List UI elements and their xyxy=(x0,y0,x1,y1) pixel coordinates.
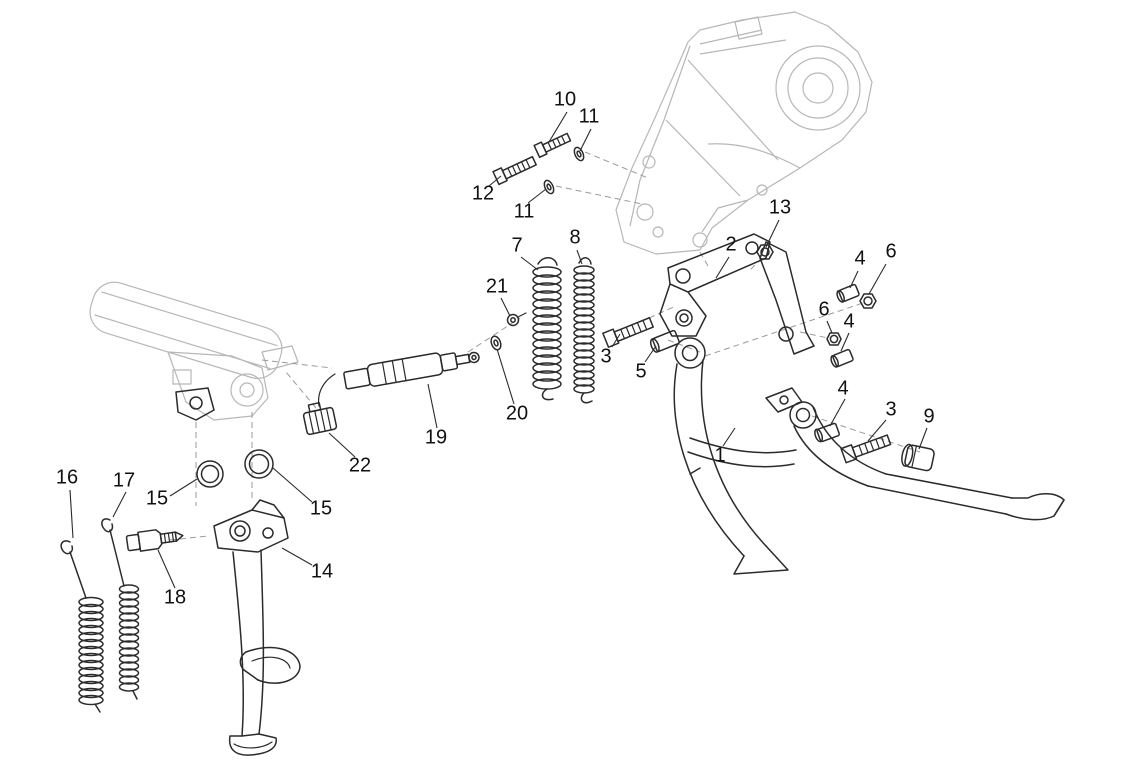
bolt-part-3-center xyxy=(602,316,654,348)
callout-21: 21 xyxy=(485,275,509,298)
spacer-part-4-mid xyxy=(830,348,854,368)
bolt-part-10 xyxy=(533,132,572,159)
callout-18: 18 xyxy=(163,586,187,609)
callout-17: 17 xyxy=(112,469,136,492)
side-stand-switch-part xyxy=(317,351,480,407)
callout-10: 10 xyxy=(553,88,577,111)
washer-part-20 xyxy=(490,335,502,351)
callout-1: 1 xyxy=(714,444,726,467)
spring-part-17 xyxy=(101,518,140,700)
callout-14: 14 xyxy=(310,560,334,583)
callout-2: 2 xyxy=(725,233,737,256)
bolt-part-3-lower xyxy=(840,434,892,464)
buffer-part-9 xyxy=(901,443,935,472)
stand-bracket-part xyxy=(659,233,815,355)
callout-3-center: 3 xyxy=(600,345,612,368)
spacer-part-5 xyxy=(649,329,680,353)
callout-11-lower: 11 xyxy=(513,200,535,223)
nut-part-6-mid xyxy=(826,332,842,346)
callout-11-upper: 11 xyxy=(578,105,600,128)
o-ring-part-15-right xyxy=(244,449,274,479)
callout-3-lower: 3 xyxy=(885,398,897,421)
callout-20: 20 xyxy=(505,402,529,425)
frame-section-outline xyxy=(89,281,299,421)
callout-15-right: 15 xyxy=(309,497,333,520)
callout-4-mid: 4 xyxy=(843,310,855,333)
callout-leader-lines xyxy=(69,111,928,589)
callout-8: 8 xyxy=(569,226,581,249)
callout-4-lower: 4 xyxy=(837,377,849,400)
o-ring-part-15-left xyxy=(196,460,224,488)
callout-6-mid: 6 xyxy=(818,298,830,321)
connector-part-22 xyxy=(302,402,338,436)
washer-part-11-upper xyxy=(573,146,585,162)
callout-16: 16 xyxy=(55,466,79,489)
callout-13: 13 xyxy=(768,196,792,219)
callout-9: 9 xyxy=(923,405,935,428)
callout-22: 22 xyxy=(348,454,372,477)
callout-6-upper: 6 xyxy=(885,240,897,263)
spring-part-8 xyxy=(573,257,595,404)
nut-part-13 xyxy=(756,244,774,260)
callout-15-left: 15 xyxy=(145,487,169,510)
center-stand-part xyxy=(673,337,1065,575)
sensor-part-18 xyxy=(125,529,184,552)
callout-19: 19 xyxy=(424,426,448,449)
side-stand-part xyxy=(213,499,301,756)
spring-part-7 xyxy=(532,257,562,401)
nut-part-6-upper xyxy=(859,293,877,309)
diagram-parts xyxy=(60,132,1065,756)
screw-part-21 xyxy=(506,312,527,327)
callout-5: 5 xyxy=(635,360,647,383)
callout-4-upper: 4 xyxy=(854,247,866,270)
washer-part-11-lower xyxy=(543,179,555,195)
frame-stand-lug xyxy=(175,387,215,421)
engine-bracket-outline xyxy=(615,11,873,255)
spring-part-16 xyxy=(60,540,104,713)
bolt-part-12 xyxy=(492,155,537,186)
callout-12: 12 xyxy=(471,182,495,205)
spacer-part-4-lower xyxy=(814,422,840,443)
assembly-axis-lines xyxy=(169,151,921,541)
callout-7: 7 xyxy=(511,234,523,257)
spacer-part-4-upper xyxy=(836,283,860,303)
